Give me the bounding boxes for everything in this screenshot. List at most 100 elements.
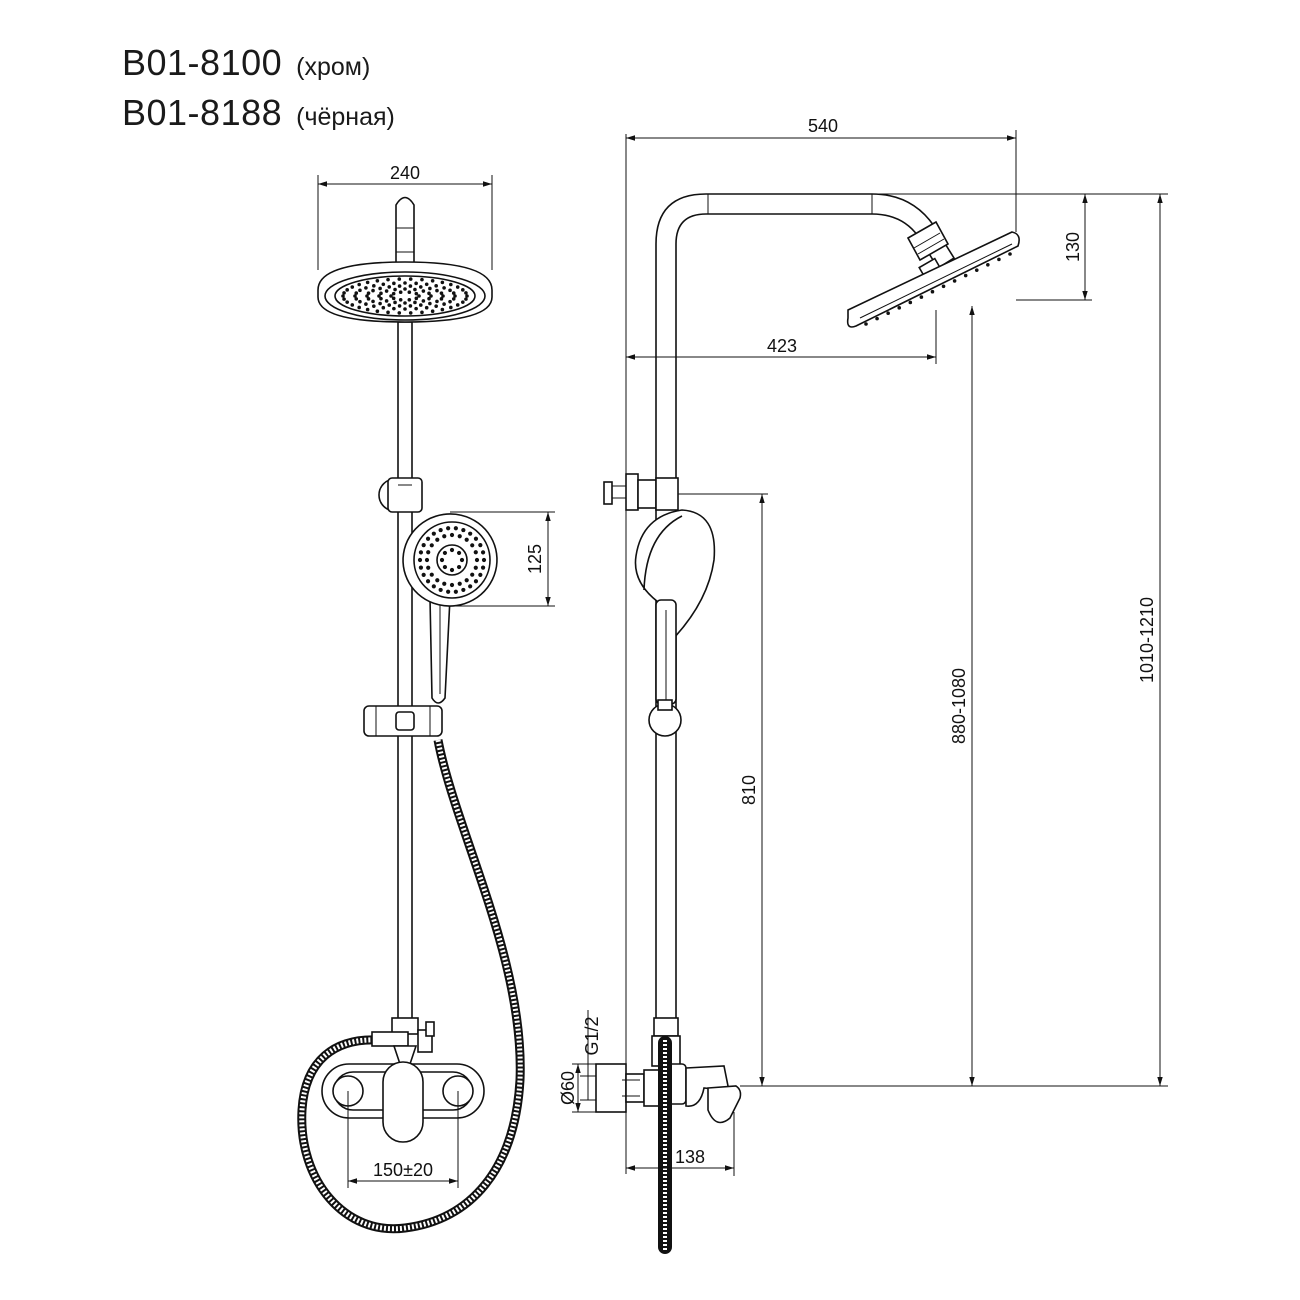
- nozzle-dot: [919, 295, 924, 299]
- nozzle-dot: [986, 262, 990, 267]
- nozzle-dot: [414, 296, 419, 301]
- dim-label: 130: [1063, 232, 1083, 262]
- nozzle-dot: [386, 310, 390, 315]
- rain-shower-head-side: [846, 231, 1020, 328]
- nozzle-dot: [397, 284, 402, 288]
- nozzle-dot: [341, 294, 345, 298]
- nozzle-dot: [426, 550, 431, 555]
- nozzle-dot: [357, 282, 361, 287]
- nozzle-dot: [424, 282, 429, 287]
- nozzle-dot: [403, 281, 407, 285]
- nozzle-dot: [473, 565, 478, 570]
- dim-label: 125: [525, 544, 545, 574]
- nozzle-dot: [446, 589, 451, 594]
- dim-outlet-centers: 150±20: [347, 1091, 459, 1188]
- dim-label: Ø60: [558, 1071, 578, 1105]
- nozzle-dot: [442, 550, 448, 556]
- nozzle-dot: [473, 536, 479, 541]
- nozzle-dot: [375, 309, 380, 314]
- nozzle-dot: [886, 311, 890, 316]
- nozzle-dot: [456, 564, 462, 570]
- nozzle-dot: [481, 557, 487, 563]
- nozzle-dot: [414, 306, 418, 311]
- nozzle-dot: [435, 299, 439, 304]
- dim-head-diameter: 240: [317, 163, 493, 270]
- nozzle-dot: [448, 288, 452, 293]
- nozzle-dot: [438, 587, 443, 593]
- nozzle-dot: [431, 531, 436, 536]
- nozzle-dot: [875, 316, 879, 321]
- nozzle-dot: [908, 300, 913, 305]
- nozzle-dots: [341, 277, 469, 315]
- nozzle-dot: [407, 298, 412, 302]
- nozzle-dot: [403, 307, 407, 311]
- hand-shower-front: [402, 513, 498, 704]
- nozzle-dot: [425, 536, 431, 541]
- shower-hose: [297, 739, 525, 1234]
- nozzle-dot: [426, 565, 431, 570]
- nozzle-dot: [435, 578, 440, 583]
- nozzle-dot: [461, 300, 465, 304]
- nozzle-dot: [393, 287, 397, 292]
- dim-label: 150±20: [373, 1160, 433, 1180]
- nozzle-dot: [358, 288, 362, 293]
- nozzle-dot: [425, 579, 431, 584]
- model-finish: (чёрная): [296, 103, 395, 131]
- nozzle-dot: [431, 584, 436, 589]
- nozzle-dot: [418, 550, 424, 555]
- nozzle-dot: [480, 550, 486, 555]
- model-code: B01-8100: [122, 42, 283, 83]
- nozzle-dot: [354, 291, 359, 295]
- nozzle-dot: [364, 302, 368, 306]
- nozzle-dot: [952, 279, 957, 283]
- dim-head-drop: 130: [1016, 194, 1092, 301]
- nozzle-dot: [364, 286, 368, 290]
- nozzle-dot: [941, 284, 946, 289]
- nozzle-dot: [997, 257, 1001, 262]
- nozzle-dot: [407, 290, 412, 294]
- nozzle-dot: [391, 291, 396, 296]
- nozzle-dot: [473, 550, 478, 555]
- dim-label: 880-1080: [949, 668, 969, 744]
- nozzle-dot: [421, 543, 426, 548]
- dim-thread: G1/2: [580, 1010, 602, 1101]
- nozzle-dot: [974, 268, 979, 272]
- dim-hand-shower: 125: [450, 511, 555, 607]
- nozzle-dot: [449, 582, 455, 588]
- front-mixer: [321, 1061, 485, 1143]
- dim-head-height: 880-1080: [949, 306, 975, 1086]
- nozzle-dot: [429, 294, 433, 298]
- dim-arm-reach: 423: [626, 310, 937, 364]
- nozzle-dot: [465, 294, 469, 298]
- nozzle-dot: [468, 584, 473, 589]
- nozzle-dot: [398, 290, 403, 294]
- dim-label: 423: [767, 336, 797, 356]
- nozzle-dot: [453, 526, 458, 531]
- nozzle-dot: [375, 278, 380, 283]
- nozzle-dot: [449, 567, 455, 573]
- nozzle-dot: [864, 322, 868, 326]
- nozzle-dot: [372, 284, 376, 288]
- nozzle-dot: [392, 281, 396, 286]
- nozzle-dot: [461, 587, 466, 593]
- nozzle-dot: [381, 282, 386, 287]
- nozzle-dot: [386, 277, 390, 282]
- nozzle-dot: [439, 557, 445, 563]
- nozzle-dot: [366, 291, 371, 295]
- nozzle-dot: [392, 306, 396, 311]
- nozzle-dot: [451, 291, 456, 295]
- nozzle-dot: [461, 527, 466, 533]
- model-finish: (хром): [296, 53, 371, 81]
- nozzle-dot: [478, 572, 483, 577]
- nozzle-dot: [391, 296, 396, 301]
- nozzle-dot: [442, 534, 447, 539]
- nozzle-dot: [453, 589, 458, 594]
- nozzle-dot: [387, 303, 392, 307]
- nozzle-dot: [372, 304, 376, 308]
- nozzle-dot: [421, 572, 426, 577]
- nozzle-dot: [418, 303, 423, 307]
- nozzle-dot: [438, 527, 443, 533]
- nozzle-dot: [393, 300, 397, 305]
- nozzle-dot: [427, 291, 431, 296]
- nozzle-dot: [455, 303, 460, 307]
